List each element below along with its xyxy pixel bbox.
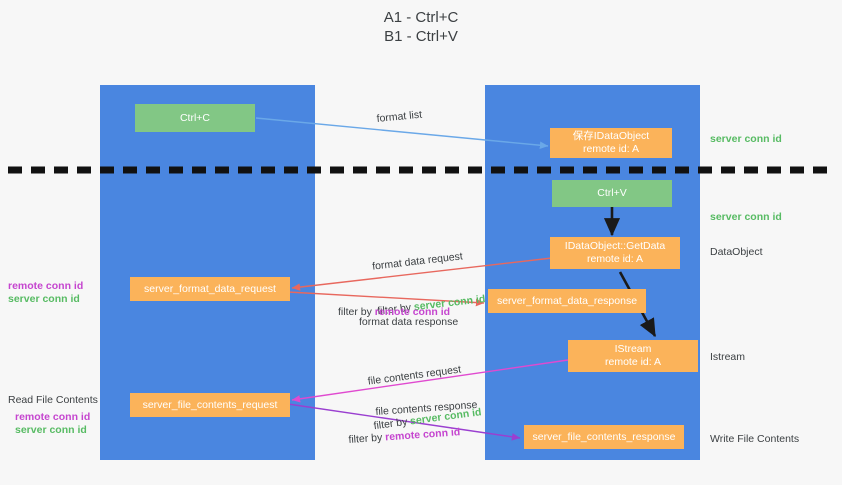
box-istream-line1: IStream (614, 343, 652, 355)
box-server-format-data-request-line1: server_format_data_request (144, 282, 276, 295)
left-label-remote-conn-id-2: remote conn id (15, 411, 91, 423)
label-file-contents-response-filter-prefix: filter by (348, 431, 386, 446)
right-label-server-conn-id-2: server conn id (710, 211, 782, 223)
label-format-data-response: format data response (359, 285, 458, 360)
box-ctrl-v[interactable]: Ctrl+V (552, 180, 672, 207)
box-istream[interactable]: IStream remote id: A (568, 340, 698, 372)
box-istream-line2: remote id: A (604, 356, 662, 368)
right-label-istream: Istream (710, 351, 746, 363)
box-idataobject-getdata[interactable]: IDataObject::GetData remote id: A (550, 237, 680, 269)
dashed-divider (8, 166, 834, 174)
label-format-data-request-text: format data request (371, 250, 464, 273)
box-server-file-contents-response-line1: server_file_contents_response (532, 430, 676, 443)
left-label-remote-conn-id-1: remote conn id (8, 280, 84, 292)
right-label-dataobject: DataObject (710, 246, 763, 258)
label-format-list: format list (376, 108, 423, 125)
box-save-idataobject[interactable]: 保存IDataObject remote id: A (550, 128, 672, 158)
label-format-data-response-filter-value: remote conn id (374, 306, 451, 318)
right-label-server-conn-id-1: server conn id (710, 133, 782, 145)
box-server-format-data-response[interactable]: server_format_data_response (488, 289, 646, 313)
right-label-write-file-contents: Write File Contents (710, 433, 800, 445)
box-server-file-contents-request-line1: server_file_contents_request (142, 398, 278, 411)
box-server-file-contents-request[interactable]: server_file_contents_request (130, 393, 290, 417)
left-label-server-conn-id-1: server conn id (8, 293, 80, 305)
label-file-contents-request-text: file contents request (367, 363, 462, 388)
left-label-server-conn-id-2: server conn id (15, 424, 87, 436)
label-format-data-response-text: format data response (359, 316, 459, 328)
label-file-contents-response-filter-value: remote conn id (384, 426, 461, 444)
label-format-data-response-filter: filter by remote conn id (338, 305, 450, 320)
box-idataobject-getdata-line1: IDataObject::GetData (564, 240, 666, 252)
box-ctrl-c[interactable]: Ctrl+C (135, 104, 255, 132)
box-server-format-data-response-line1: server_format_data_response (496, 294, 638, 307)
box-save-idataobject-line2: remote id: A (582, 143, 640, 155)
box-save-idataobject-line1: 保存IDataObject (572, 130, 650, 142)
box-server-file-contents-response[interactable]: server_file_contents_response (524, 425, 684, 449)
box-server-format-data-request[interactable]: server_format_data_request (130, 277, 290, 301)
page-title: A1 - Ctrl+C B1 - Ctrl+V (383, 9, 459, 45)
box-idataobject-getdata-line2: remote id: A (586, 253, 644, 265)
box-ctrl-c-line1: Ctrl+C (179, 111, 211, 124)
left-label-read-file-contents: Read File Contents (8, 394, 98, 406)
label-format-data-response-filter-prefix: filter by (338, 306, 375, 318)
box-ctrl-v-line1: Ctrl+V (597, 187, 627, 199)
